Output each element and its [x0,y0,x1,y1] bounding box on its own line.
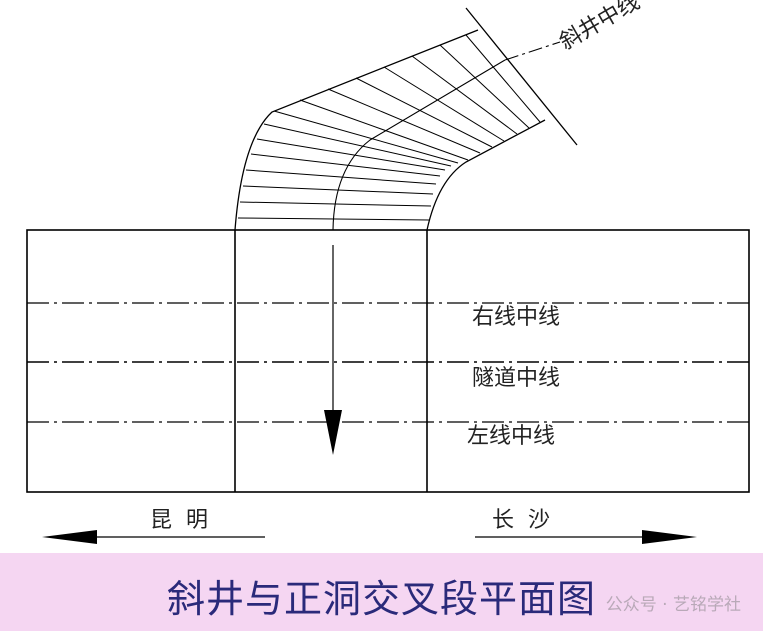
right-line-centerline-label: 右线中线 [472,305,560,330]
incline-centerline-label: 斜井中线 [556,0,645,55]
incline-shaft-ribs [237,34,541,221]
left-line-centerline-label: 左线中线 [467,424,555,449]
changsha-arrow-head [642,530,697,544]
incline-shaft-end [465,7,578,146]
kunming-arrow-head [42,530,97,544]
tunnel-centerline-label: 隧道中线 [472,366,560,391]
changsha-label: 长 沙 [492,508,550,533]
incline-shaft-center-curve [332,59,506,231]
intersection-plan-diagram: 斜井中线 右线中线 隧道中线 左线中线 昆 明 长 沙 [26,0,750,544]
watermark: 公众号 · 艺铭学社 [605,595,741,615]
incline-shaft-centerline-ext [504,41,561,61]
incline-shaft-right-wall [426,119,546,231]
kunming-label: 昆 明 [150,508,208,533]
caption-band [0,553,763,631]
incline-shaft-left-wall [234,29,479,231]
diagram-title: 斜井与正洞交叉段平面图 [166,577,596,621]
main-tunnel-outline [26,229,750,493]
direction-arrow-head [324,410,342,455]
